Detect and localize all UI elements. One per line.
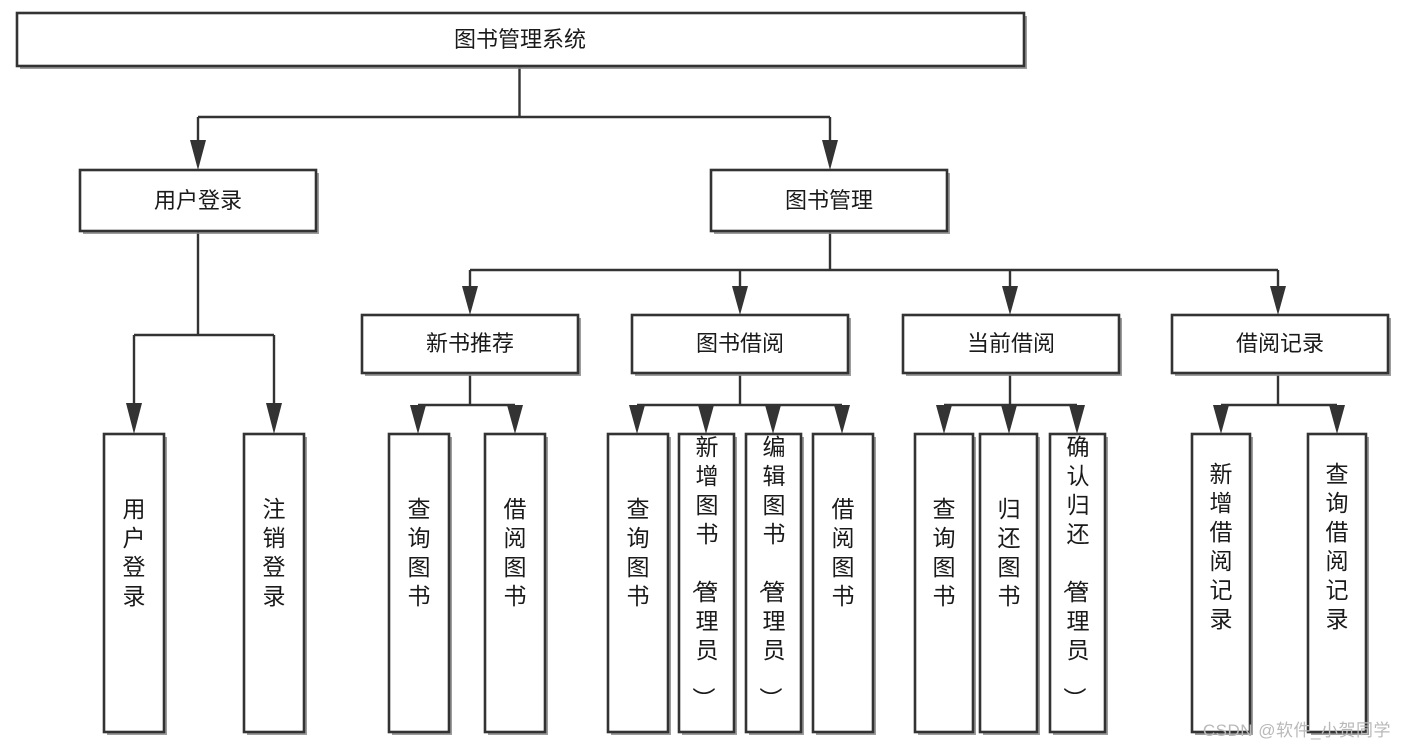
leaf-borrow-book-a-box[interactable] xyxy=(483,432,547,734)
node-book-manage-label: 图书管理 xyxy=(785,188,873,213)
leaf-add-borrow-record-box[interactable] xyxy=(1190,432,1252,734)
leaf-query-borrow-record-box[interactable] xyxy=(1306,432,1368,734)
node-book-borrow-label: 图书借阅 xyxy=(696,331,784,356)
arrow-nbr-leaf1 xyxy=(410,405,426,434)
connector-group-borrow-record xyxy=(1213,375,1345,434)
leaf-borrow-book-b[interactable]: 借阅图书 xyxy=(811,432,876,735)
arrow-bb-leaf4 xyxy=(834,405,850,434)
connector-group-root xyxy=(190,65,838,170)
leaf-query-book-a-label: 查询图书 xyxy=(408,496,431,609)
leaf-logout-login[interactable]: 注销登录 xyxy=(242,432,307,735)
node-user-login[interactable]: 用户登录 xyxy=(78,168,319,234)
leaf-query-book-b-box[interactable] xyxy=(606,432,670,734)
leaf-query-book-c-label: 查询图书 xyxy=(933,496,956,609)
node-user-login-label: 用户登录 xyxy=(154,188,242,213)
node-book-manage[interactable]: 图书管理 xyxy=(709,168,950,234)
leaf-borrow-book-a-label: 借阅图书 xyxy=(504,496,527,609)
node-borrow-record-label: 借阅记录 xyxy=(1236,331,1324,356)
arrow-bb-leaf1 xyxy=(629,405,645,434)
connector-group-book-borrow xyxy=(629,375,850,434)
arrow-user-login-leaf2 xyxy=(266,403,282,434)
connector-group-current-borrow xyxy=(936,375,1085,434)
leaf-confirm-return-admin-box[interactable] xyxy=(1048,432,1107,734)
leaf-return-book[interactable]: 归还图书 xyxy=(978,432,1040,735)
leaf-edit-book-admin[interactable]: 编辑图书（管理员） xyxy=(744,432,804,735)
leaf-confirm-return-admin-label: 确认归还（管理员） xyxy=(1062,434,1090,710)
node-root[interactable]: 图书管理系统 xyxy=(15,11,1027,69)
leaf-add-book-admin-box[interactable] xyxy=(677,432,736,734)
node-new-book-rec-label: 新书推荐 xyxy=(426,331,514,356)
leaf-query-book-a[interactable]: 查询图书 xyxy=(387,432,452,735)
node-borrow-record-box[interactable] xyxy=(1170,313,1390,375)
node-root-box[interactable] xyxy=(15,11,1026,68)
node-book-borrow[interactable]: 图书借阅 xyxy=(630,313,851,376)
csdn-watermark: CSDN @软件_小贺同学 xyxy=(1202,721,1391,740)
arrow-bm-to-book-borrow xyxy=(732,286,748,315)
arrow-root-to-user-login xyxy=(190,140,206,170)
arrow-bm-to-new-book xyxy=(462,286,478,315)
leaf-add-book-admin-label: 新增图书（管理员） xyxy=(691,434,719,710)
leaf-query-borrow-record-label: 查询借阅记录 xyxy=(1326,461,1349,632)
connector-group-book-manage xyxy=(462,232,1286,315)
arrow-user-login-leaf1 xyxy=(126,403,142,434)
leaf-return-book-box[interactable] xyxy=(978,432,1039,734)
leaf-user-login-box[interactable] xyxy=(102,432,166,734)
node-new-book-rec-box[interactable] xyxy=(360,313,580,375)
arrow-br-leaf2 xyxy=(1329,405,1345,434)
leaf-confirm-return-admin[interactable]: 确认归还（管理员） xyxy=(1048,432,1108,735)
leaf-user-login-label: 用户登录 xyxy=(123,496,146,609)
leaf-logout-login-label: 注销登录 xyxy=(263,496,286,609)
arrow-bb-leaf2 xyxy=(698,405,714,434)
node-new-book-rec[interactable]: 新书推荐 xyxy=(360,313,581,376)
arrow-cb-leaf1 xyxy=(936,405,952,434)
leaf-query-book-c[interactable]: 查询图书 xyxy=(913,432,976,735)
leaf-query-book-a-box[interactable] xyxy=(387,432,451,734)
node-book-borrow-box[interactable] xyxy=(630,313,850,375)
connector-group-new-book-rec xyxy=(410,375,523,434)
node-current-borrow-box[interactable] xyxy=(901,313,1121,375)
node-user-login-box[interactable] xyxy=(78,168,318,233)
arrow-bb-leaf3 xyxy=(765,405,781,434)
connector-group-user-login xyxy=(126,232,282,434)
leaf-query-borrow-record[interactable]: 查询借阅记录 xyxy=(1306,432,1369,735)
leaf-query-book-b-label: 查询图书 xyxy=(627,496,650,609)
arrow-nbr-leaf2 xyxy=(507,405,523,434)
leaf-add-book-admin[interactable]: 新增图书（管理员） xyxy=(677,432,737,735)
leaf-add-borrow-record[interactable]: 新增借阅记录 xyxy=(1190,432,1253,735)
leaf-user-login[interactable]: 用户登录 xyxy=(102,432,167,735)
arrow-root-to-book-manage xyxy=(822,140,838,170)
arrow-bm-to-borrow-record xyxy=(1270,286,1286,315)
arrow-cb-leaf2 xyxy=(1001,405,1017,434)
node-book-manage-box[interactable] xyxy=(709,168,949,233)
leaf-add-borrow-record-label: 新增借阅记录 xyxy=(1210,461,1233,632)
leaf-edit-book-admin-label: 编辑图书（管理员） xyxy=(758,434,786,710)
node-current-borrow[interactable]: 当前借阅 xyxy=(901,313,1122,376)
arrow-cb-leaf3 xyxy=(1069,405,1085,434)
leaf-edit-book-admin-box[interactable] xyxy=(744,432,803,734)
node-root-label: 图书管理系统 xyxy=(454,27,586,52)
node-borrow-record[interactable]: 借阅记录 xyxy=(1170,313,1391,376)
leaf-query-book-b[interactable]: 查询图书 xyxy=(606,432,671,735)
leaf-logout-login-box[interactable] xyxy=(242,432,306,734)
leaf-return-book-label: 归还图书 xyxy=(998,496,1021,609)
arrow-br-leaf1 xyxy=(1213,405,1229,434)
leaf-query-book-c-box[interactable] xyxy=(913,432,975,734)
leaf-borrow-book-b-box[interactable] xyxy=(811,432,875,734)
leaf-borrow-book-b-label: 借阅图书 xyxy=(832,496,855,609)
arrow-bm-to-current-borrow xyxy=(1002,286,1018,315)
node-current-borrow-label: 当前借阅 xyxy=(967,331,1055,356)
leaf-borrow-book-a[interactable]: 借阅图书 xyxy=(483,432,548,735)
